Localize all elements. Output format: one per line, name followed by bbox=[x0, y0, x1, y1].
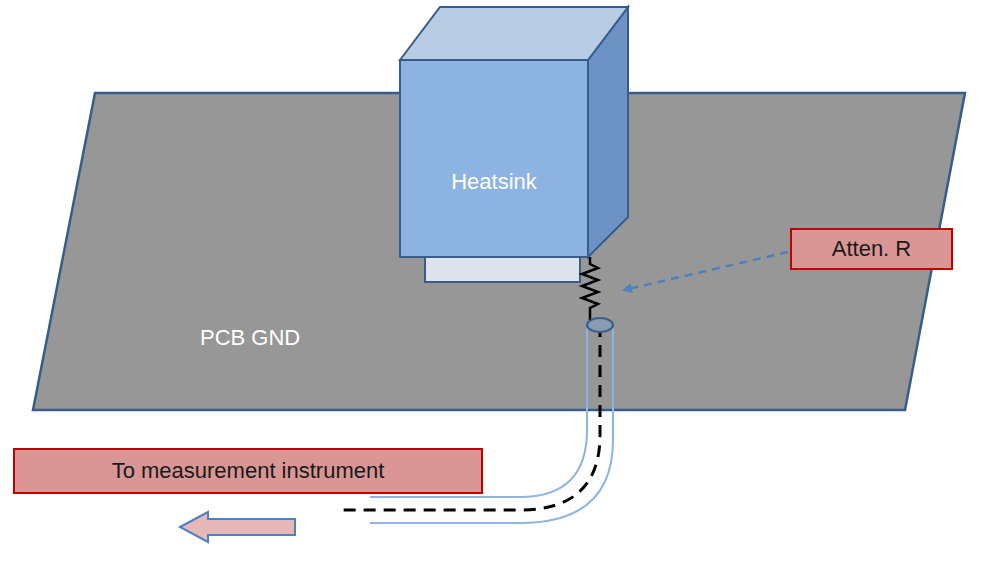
callout-box: Atten. R bbox=[790, 228, 953, 270]
node-text: Heatsink bbox=[451, 169, 537, 195]
node-text: Atten. R bbox=[832, 236, 911, 262]
heatsink-top-face bbox=[400, 7, 628, 60]
heatsink-label-box: Heatsink bbox=[434, 163, 554, 201]
direction-arrow bbox=[180, 512, 295, 542]
heatsink-front-face bbox=[400, 60, 588, 257]
leader-arrow bbox=[624, 252, 788, 290]
callout-box: To measurement instrument bbox=[13, 448, 483, 494]
heatsink-base bbox=[425, 255, 580, 282]
board-label: PCB GND bbox=[200, 325, 300, 351]
coax-cable-end bbox=[587, 318, 613, 332]
node-text: To measurement instrument bbox=[112, 458, 385, 484]
resistor-symbol bbox=[582, 257, 598, 320]
